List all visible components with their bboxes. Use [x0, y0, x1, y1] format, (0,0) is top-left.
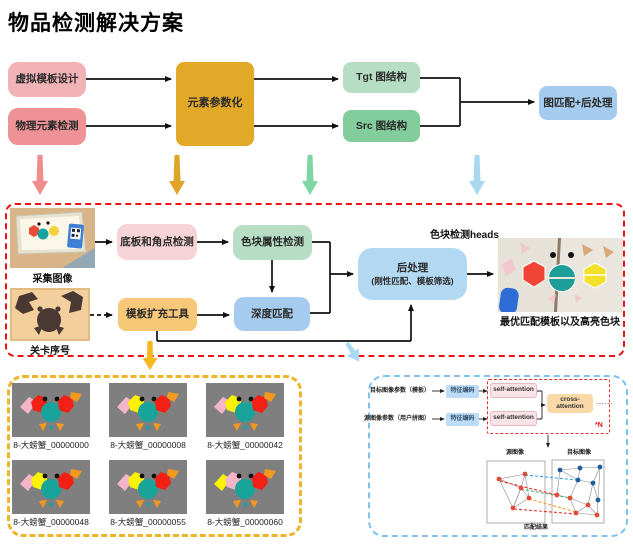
template-thumbnail-caption: 8-大螃蟹_00000055 [110, 517, 186, 527]
capture-image [10, 208, 95, 268]
template-thumbnail-caption: 8-大螃蟹_00000048 [13, 517, 89, 527]
attn-input-target-label: 目标图像参数（模板） [369, 388, 430, 394]
encoder-box-1: 特征编码 [446, 385, 479, 398]
level-serial-caption: 关卡序号 [30, 346, 70, 357]
flow-down-arrow-pink-icon [32, 155, 48, 195]
attention-repeat-block [487, 379, 610, 434]
node-label: 底板和角点检测 [120, 235, 194, 248]
crab-template-icon [206, 460, 284, 514]
node-label: 色块属性检测 [241, 236, 304, 249]
node-depth-matching: 深度匹配 [234, 297, 310, 331]
node-label: 深度匹配 [251, 307, 293, 320]
template-thumbnail-caption: 8-大螃蟹_00000060 [207, 517, 283, 527]
graph-match-figure [486, 459, 605, 524]
template-thumbnail-caption: 8-大螃蟹_00000042 [207, 440, 283, 450]
node-sublabel: (刚性匹配、模板筛选) [371, 276, 454, 287]
template-gallery-grid: 8-大螃蟹_00000000 8-大螃蟹_00000008 [12, 383, 284, 528]
template-thumbnail: 8-大螃蟹_00000008 [109, 383, 187, 451]
crab-template-icon [12, 460, 90, 514]
flow-down-arrow-blue-icon [469, 155, 485, 195]
graph-source-label: 源图像 [505, 450, 524, 456]
page-title: 物品检测解决方案 [8, 12, 184, 35]
ellipsis-label: ...... [596, 399, 614, 406]
template-thumbnail: 8-大螃蟹_00000042 [206, 383, 284, 451]
template-thumbnail: 8-大螃蟹_00000060 [206, 460, 284, 528]
node-virtual-template-design: 虚拟模板设计 [8, 62, 86, 97]
crab-template-icon [109, 383, 187, 437]
encoder-box-2: 特征编码 [446, 413, 479, 426]
template-thumbnail: 8-大螃蟹_00000048 [12, 460, 90, 528]
node-template-expansion-tool: 模板扩充工具 [118, 298, 197, 331]
cross-attention-box: cross-attention [547, 394, 593, 413]
match-result-label: 匹配结果 [523, 525, 548, 531]
template-thumbnail: 8-大螃蟹_00000000 [12, 383, 90, 451]
node-label: 图匹配+后处理 [543, 96, 613, 109]
result-image [498, 238, 623, 312]
template-thumbnail-caption: 8-大螃蟹_00000008 [110, 440, 186, 450]
self-attention-box-2: self-attention [490, 411, 537, 426]
node-label: 模板扩充工具 [126, 308, 189, 321]
crab-template-icon [206, 383, 284, 437]
node-label: 元素参数化 [187, 97, 243, 110]
node-postprocess: 后处理 (刚性匹配、模板筛选) [358, 248, 467, 300]
node-block-attribute-detection: 色块属性检测 [233, 225, 312, 260]
graph-target-label: 目标图像 [566, 450, 591, 456]
heads-label: 色块检测heads [430, 230, 499, 241]
template-thumbnail-caption: 8-大螃蟹_00000000 [13, 440, 89, 450]
node-physical-element-detection: 物理元素检测 [8, 108, 86, 145]
node-element-parameterization: 元素参数化 [176, 62, 254, 146]
qr-card [67, 223, 84, 249]
capture-image-caption: 采集图像 [32, 274, 73, 285]
node-src-graph: Src 图结构 [343, 110, 420, 142]
node-label: 虚拟模板设计 [15, 73, 79, 86]
flow-down-arrow-gold-icon [169, 155, 185, 195]
node-graph-matching-postprocess: 图匹配+后处理 [539, 86, 617, 120]
node-board-corner-detection: 底板和角点检测 [117, 224, 197, 260]
node-label: 物理元素检测 [15, 120, 79, 133]
crab-template-icon [12, 383, 90, 437]
result-image-caption: 最优匹配模板以及高亮色块 [500, 317, 620, 328]
self-attention-box-1: self-attention [490, 383, 537, 398]
attn-input-source-label: 源图像参数（用户拼图） [363, 416, 430, 422]
flow-down-arrow-green-icon [302, 155, 318, 195]
node-label: Src 图结构 [355, 119, 408, 132]
repeat-n-label: *N [595, 422, 603, 429]
node-tgt-graph: Tgt 图结构 [343, 62, 420, 93]
level-serial-image [10, 288, 90, 341]
crab-template-icon [109, 460, 187, 514]
template-thumbnail: 8-大螃蟹_00000055 [109, 460, 187, 528]
node-label: Tgt 图结构 [356, 71, 407, 84]
node-label: 后处理 [396, 261, 429, 274]
